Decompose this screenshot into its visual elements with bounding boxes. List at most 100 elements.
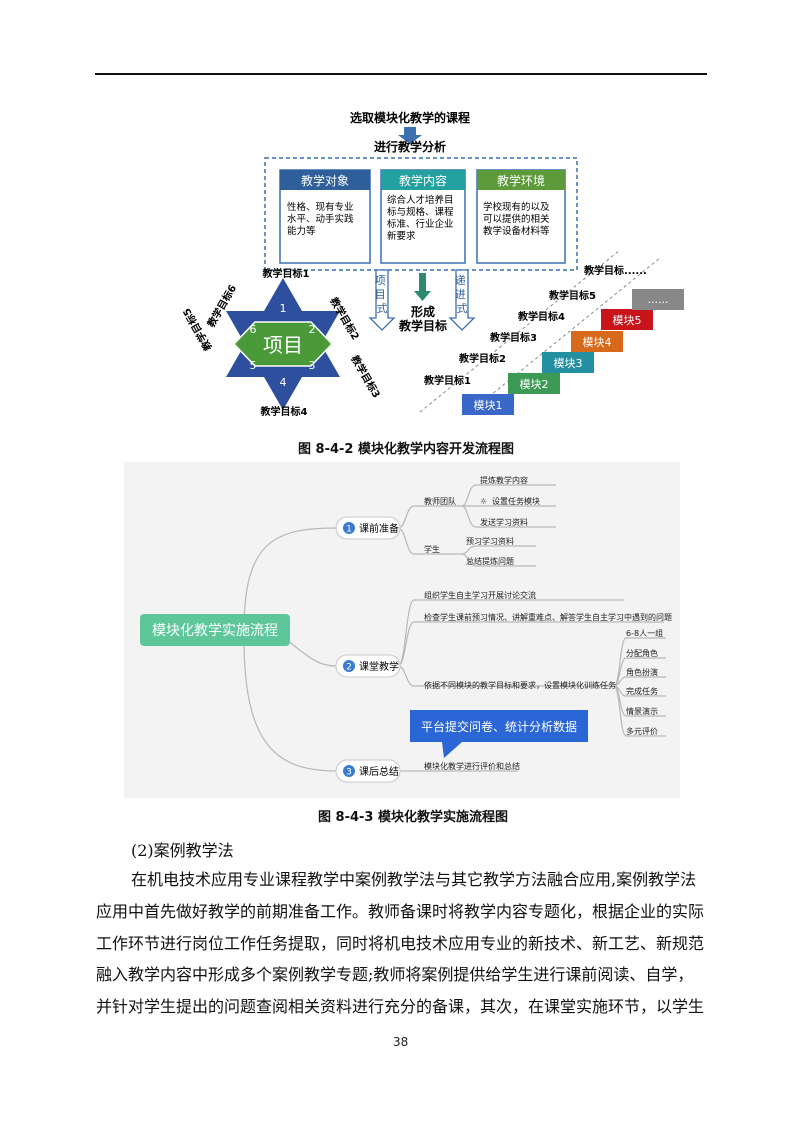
section-heading: (2)案例教学法 (131, 841, 234, 860)
box-line: 能力等 (287, 225, 316, 237)
branch-pre-class: 1 课前准备 (335, 516, 401, 540)
progressive-style-char: 进 (455, 288, 466, 301)
box-line: 水平、动手实践 (287, 213, 354, 225)
box-line: 综合人才培养目 (387, 194, 454, 206)
mindmap-root (140, 614, 290, 646)
module-label: 模块3 (554, 357, 583, 370)
mindmap-connectors (243, 484, 666, 772)
project-style-char: 式 (377, 302, 388, 315)
project-style-arrow: 项 目 式 (368, 269, 396, 331)
box-line: 标与规格、课程 (387, 206, 454, 218)
star-number: 1 (280, 302, 287, 315)
box-title: 教学内容 (399, 173, 447, 188)
box-teaching-content: 教学内容 综合人才培养目 标与规格、课程 标准、行业企业 新要求 (380, 169, 466, 264)
box-line: 学校现有的以及 (483, 201, 550, 213)
box-line: 标准、行业企业 (387, 218, 454, 230)
star-goal-5: 教学目标5 (180, 306, 215, 354)
paragraph-line: 并针对学生提出的问题查阅相关资料进行充分的备课，其次，在课堂实施环节，以学生 (96, 997, 705, 1016)
pre-student-label: 学生 (424, 544, 440, 554)
paragraph-line: 工作环节进行岗位工作任务提取，同时将机电技术应用专业的新技术、新工艺、新规范 (96, 934, 705, 953)
box-line: 性格、现有专业 (287, 201, 354, 213)
module-label: 模块4 (583, 336, 612, 349)
figure-8-4-2-caption: 图 8-4-2 模块化教学内容开发流程图 (298, 442, 514, 457)
branch-number: 2 (346, 663, 352, 673)
stair-goal: 教学目标3 (489, 331, 537, 344)
callout-label: 平台提交问卷、统计分析数据 (421, 719, 577, 734)
analysis-dashed-frame (264, 157, 578, 271)
module-label: 模块5 (613, 314, 642, 327)
box-title: 教学环境 (497, 173, 545, 188)
module-label: ...... (648, 293, 669, 306)
paragraph-line: 融入教学内容中形成多个案例教学专题;教师将案例提供给学生进行课前阅读、自学， (96, 965, 694, 984)
class-sub-item: 分配角色 (626, 648, 658, 658)
module-label: 模块2 (520, 378, 549, 391)
class-sub-item: 6-8人一组 (626, 628, 663, 638)
class-item: 依据不同模块的教学目标和要求，设置模块化训练任务 (424, 680, 616, 690)
stair-goal: 教学目标5 (548, 289, 596, 302)
star-number: 3 (309, 359, 316, 372)
pre-teacher-item: 发送学习资料 (480, 517, 528, 527)
pre-teacher-item: 提炼教学内容 (480, 475, 528, 485)
class-sub-item: 多元评价 (626, 726, 658, 736)
select-course-label: 选取模块化教学的课程 (350, 110, 470, 125)
star-number: 4 (280, 376, 287, 389)
pre-student-item: 总结提炼问题 (466, 556, 514, 566)
progressive-style-label: 递 进 式 (455, 273, 470, 315)
pre-teacher-item: 设置任务模块 (492, 496, 540, 506)
form-goal-label-1: 形成 (411, 304, 435, 319)
progressive-style-char: 式 (457, 302, 468, 315)
stair-goal: 教学目标1 (423, 374, 471, 387)
module-label: 模块1 (474, 399, 503, 412)
callout-box: 平台提交问卷、统计分析数据 (410, 710, 588, 758)
staircase-dashed-lines (419, 249, 661, 413)
paragraph-line: 在机电技术应用专业课程教学中案例教学法与其它教学方法融合应用,案例教学法 (131, 870, 697, 889)
star-goal-4: 教学目标4 (260, 405, 308, 418)
project-style-char: 目 (375, 288, 386, 301)
star-number: 5 (250, 359, 257, 372)
lightbulb-icon: ☼ (480, 497, 487, 506)
form-goal-label-2: 教学目标 (398, 318, 447, 333)
project-style-char: 项 (375, 274, 386, 287)
staircase-goals: 教学目标1 教学目标2 教学目标3 教学目标4 教学目标5 教学目标...... (423, 264, 647, 387)
class-sub-item: 角色扮演 (626, 667, 658, 677)
progressive-style-char: 递 (455, 273, 466, 287)
down-arrow-icon (398, 127, 422, 144)
stair-goal: 教学目标...... (583, 264, 647, 277)
box-line: 教学设备材料等 (483, 225, 550, 237)
box-line: 新要求 (387, 230, 416, 242)
mindmap-leaves: 教师团队 提炼教学内容 ☼ 设置任务模块 发送学习资料 学生 预习学习资料 总结… (424, 475, 672, 771)
figure-implementation-mindmap: 模块化教学实施流程 1 课前准备 2 课堂教学 3 课后总结 教师团队 提炼教学… (124, 462, 680, 798)
page-number: 38 (393, 1035, 409, 1049)
box-title: 教学对象 (301, 173, 349, 188)
post-item: 模块化教学进行评价和总结 (424, 761, 520, 771)
progressive-style-arrow: 递 进 式 (448, 269, 476, 331)
stair-goal: 教学目标2 (458, 352, 506, 365)
branch-post-class: 3 课后总结 (335, 759, 401, 783)
branch-label: 课堂教学 (359, 660, 399, 673)
box-teaching-object: 教学对象 性格、现有专业 水平、动手实践 能力等 (279, 169, 371, 264)
project-style-label: 项 目 式 (375, 274, 390, 315)
star-number: 6 (250, 323, 257, 336)
project-star: 项目 1 2 3 4 5 6 (226, 278, 340, 410)
analysis-label: 进行教学分析 (374, 139, 446, 154)
star-goal-1: 教学目标1 (262, 267, 310, 280)
class-item: 检查学生课前预习情况、讲解重难点、解答学生自主学习中遇到的问题 (424, 612, 672, 622)
staircase-modules: 模块1 模块2 模块3 模块4 模块5 ...... (462, 289, 684, 415)
figure-module-content-flow: 选取模块化教学的课程 进行教学分析 教学对象 性格、现有专业 水平、动手实践 能… (180, 110, 684, 418)
pre-teacher-label: 教师团队 (424, 496, 456, 506)
header-rule (95, 73, 707, 75)
branch-label: 课后总结 (359, 765, 399, 778)
figure-8-4-3-caption: 图 8-4-3 模块化教学实施流程图 (318, 810, 508, 825)
branch-in-class: 2 课堂教学 (335, 654, 401, 678)
paragraph-line: 应用中首先做好教学的前期准备工作。教师备课时将教学内容专题化，根据企业的实际 (96, 902, 705, 921)
class-item: 组织学生自主学习开展讨论交流 (424, 590, 536, 600)
pre-student-item: 预习学习资料 (466, 536, 514, 546)
star-center-label: 项目 (263, 333, 303, 357)
mindmap-root-label: 模块化教学实施流程 (152, 623, 278, 639)
branch-number: 1 (346, 525, 352, 535)
star-goal-3: 教学目标3 (348, 352, 383, 400)
box-teaching-environment: 教学环境 学校现有的以及 可以提供的相关 教学设备材料等 (476, 169, 566, 264)
branch-label: 课前准备 (359, 522, 399, 535)
form-goal-arrow-icon (414, 273, 431, 301)
star-number: 2 (309, 323, 316, 336)
